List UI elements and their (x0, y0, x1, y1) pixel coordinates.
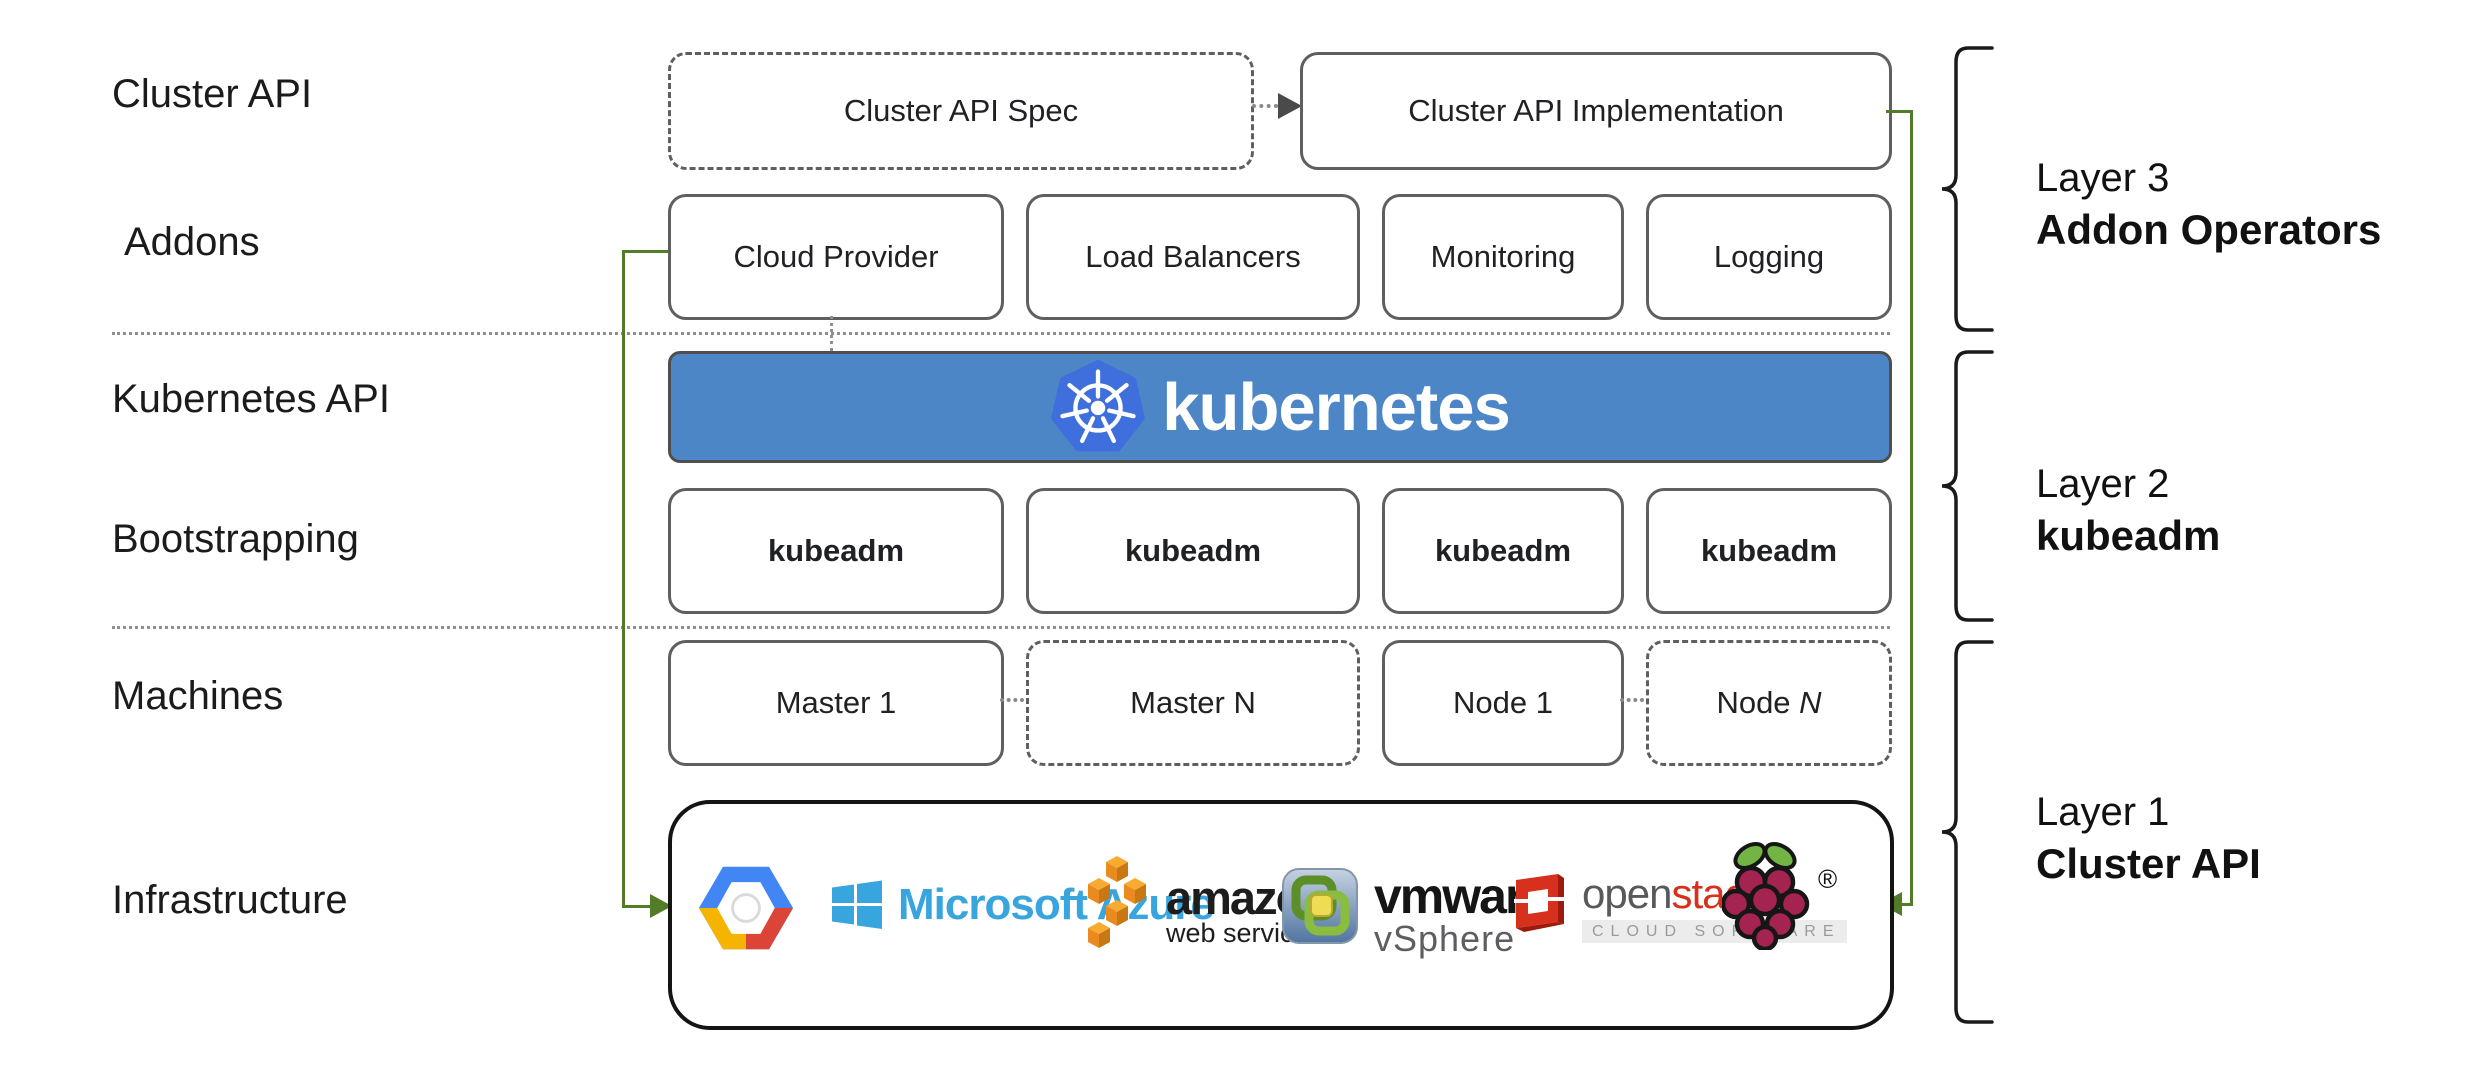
layer-1-label: Layer 1 Cluster API (2036, 786, 2261, 890)
layer-1-brace (1941, 640, 1994, 1024)
box-cluster-api-spec: Cluster API Spec (668, 52, 1254, 170)
box-kubeadm-4: kubeadm (1646, 488, 1892, 614)
green-connector-right-vertical (1910, 110, 1913, 906)
green-connector-right-bottom (1898, 903, 1913, 906)
logging-label: Logging (1713, 239, 1825, 274)
node-dotted-connector (1620, 698, 1644, 702)
layer-3-label: Layer 3 Addon Operators (2036, 152, 2381, 256)
layer-3-line2: Addon Operators (2036, 206, 2382, 253)
green-connector-left-stub (622, 250, 668, 253)
row-label-infrastructure: Infrastructure (112, 878, 348, 922)
box-load-balancers: Load Balancers (1026, 194, 1360, 320)
box-monitoring: Monitoring (1382, 194, 1624, 320)
row-label-kubernetes-api: Kubernetes API (112, 377, 390, 421)
windows-flag-icon (832, 880, 882, 929)
box-logging: Logging (1646, 194, 1892, 320)
cloud-provider-to-kubernetes-dotted-line (830, 316, 833, 351)
green-connector-left-bottom (622, 905, 652, 908)
box-master-n: Master N (1026, 640, 1360, 766)
monitoring-label: Monitoring (1430, 239, 1576, 274)
box-cluster-api-implementation: Cluster API Implementation (1300, 52, 1892, 170)
registered-mark: ® (1818, 864, 1838, 894)
layer-3-brace (1941, 46, 1994, 332)
node-n-italic: N (1799, 685, 1822, 720)
vsphere-tile-icon (1282, 868, 1358, 944)
aws-boxes-icon (1088, 856, 1146, 948)
master-1-label: Master 1 (775, 685, 897, 720)
box-cloud-provider: Cloud Provider (668, 194, 1004, 320)
azure-logo: Microsoft Azure (832, 880, 1215, 930)
load-balancers-label: Load Balancers (1085, 239, 1301, 274)
layer-2-label: Layer 2 kubeadm (2036, 458, 2220, 562)
layer-3-line1: Layer 3 (2036, 156, 2170, 200)
row-label-addons: Addons (124, 220, 260, 264)
box-node-1: Node 1 (1382, 640, 1624, 766)
node-1-label: Node 1 (1453, 685, 1553, 720)
layer-1-line2: Cluster API (2036, 840, 2261, 887)
green-connector-right-stub (1886, 110, 1913, 113)
openstack-cube-icon (1514, 874, 1566, 932)
box-master-1: Master 1 (668, 640, 1004, 766)
kubeadm-label: kubeadm (1700, 533, 1838, 568)
google-cloud-hexagon-icon (698, 866, 794, 950)
box-kubeadm-2: kubeadm (1026, 488, 1360, 614)
row-label-bootstrapping: Bootstrapping (112, 517, 359, 561)
vsphere-subtext: vSphere (1374, 918, 1516, 959)
kubernetes-banner: kubernetes (668, 351, 1892, 463)
layer-2-line1: Layer 2 (2036, 462, 2170, 506)
kubeadm-label: kubeadm (767, 533, 905, 568)
layer-1-line1: Layer 1 (2036, 790, 2170, 834)
row-label-cluster-api: Cluster API (112, 72, 313, 116)
green-connector-left-vertical (622, 250, 625, 907)
box-node-n: Node N (1646, 640, 1892, 766)
layer-2-line2: kubeadm (2036, 512, 2221, 559)
cloud-provider-label: Cloud Provider (733, 239, 939, 274)
node-n-label: Node N (1716, 685, 1822, 720)
kubeadm-label: kubeadm (1124, 533, 1262, 568)
dotted-separator-bottom (112, 626, 1890, 629)
layer-2-brace (1941, 350, 1994, 622)
green-arrowhead-into-infrastructure-left-icon (650, 894, 672, 918)
row-label-machines: Machines (112, 674, 284, 718)
dotted-separator-top (112, 332, 1890, 335)
kubeadm-label: kubeadm (1434, 533, 1572, 568)
master-dotted-connector (1000, 698, 1024, 702)
box-kubeadm-3: kubeadm (1382, 488, 1624, 614)
raspberry-pi-icon (1722, 842, 1810, 950)
box-kubeadm-1: kubeadm (668, 488, 1004, 614)
kubernetes-wordmark: kubernetes (1162, 369, 1510, 445)
cluster-api-spec-label: Cluster API Spec (843, 93, 1079, 128)
cluster-api-implementation-label: Cluster API Implementation (1408, 93, 1784, 128)
kubernetes-helm-wheel-icon (1051, 359, 1146, 452)
master-n-label: Master N (1130, 685, 1256, 720)
spec-to-implementation-arrowhead-icon (1278, 93, 1302, 119)
spec-to-implementation-dotted-line (1252, 104, 1278, 108)
azure-wordmark: Microsoft Azure (898, 880, 1215, 929)
